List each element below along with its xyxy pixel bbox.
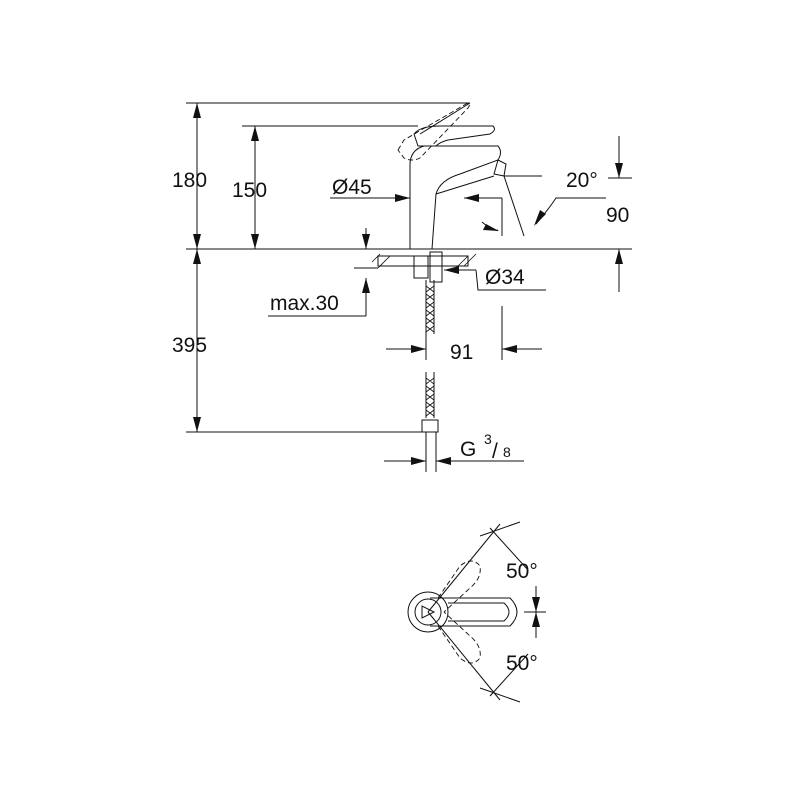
body-inner-circle [414, 598, 442, 626]
faucet-body [409, 145, 501, 250]
angle-leader [535, 197, 606, 225]
arrow [464, 194, 479, 202]
faucet-elevation [186, 103, 632, 472]
angle-line-up [427, 523, 501, 613]
angle-arc-down [489, 653, 529, 697]
hatch [455, 255, 469, 269]
arrow [362, 278, 370, 293]
threaded-rod [429, 251, 443, 283]
angle-arc-up [489, 527, 529, 571]
label-d45: Ø45 [332, 176, 372, 199]
outlet-mark [421, 605, 436, 619]
label-thread-denominator: 8 [503, 444, 511, 460]
label-max30: max.30 [270, 292, 339, 315]
arrow [411, 345, 426, 353]
arrow [615, 249, 623, 264]
lever-center-inner [448, 602, 510, 622]
label-thread-g: G [460, 438, 476, 461]
label-150: 150 [232, 179, 267, 202]
ext-line-180-diag [419, 102, 471, 135]
arrow [251, 234, 259, 249]
arrow [251, 126, 259, 141]
fixing-plate [377, 255, 469, 267]
label-thread-slash: / [492, 440, 498, 463]
hatch [463, 253, 477, 267]
arrow [362, 234, 370, 249]
arrow [193, 234, 201, 249]
arrow [444, 266, 459, 274]
arrow [502, 345, 517, 353]
angle-line-down [427, 611, 501, 701]
label-thread-numerator: 3 [484, 431, 492, 447]
label-91: 91 [450, 341, 473, 364]
body-circle [407, 591, 449, 633]
label-lever-angle-bottom: 50° [506, 652, 538, 675]
arrow [615, 163, 623, 178]
aerator [493, 159, 507, 177]
hose-connector [421, 419, 439, 433]
label-lever-angle-top: 50° [506, 560, 538, 583]
dim-d34-leader [475, 269, 546, 291]
lever-raised-outline [397, 103, 471, 161]
arrow [532, 597, 540, 612]
lever-rotated-up [437, 560, 481, 613]
lever-rotated-down [437, 611, 481, 664]
arrow [193, 249, 201, 264]
fixing-nut [413, 255, 429, 279]
angle-tick [479, 521, 521, 537]
label-d34: Ø34 [485, 266, 525, 289]
arrow [532, 612, 540, 627]
arrow [483, 224, 499, 231]
hatch [377, 255, 391, 269]
arrow [436, 457, 451, 465]
label-180: 180 [172, 169, 207, 192]
arrow [193, 417, 201, 432]
label-20deg: 20° [566, 169, 598, 192]
faucet-plan-view: 50° 50° [407, 521, 546, 703]
label-90: 90 [606, 204, 629, 227]
arrow [193, 103, 201, 118]
label-395: 395 [172, 334, 207, 357]
arrow [534, 210, 546, 226]
spout-underside [435, 175, 495, 195]
hose-braid [425, 377, 435, 417]
dimension-labels: 180 150 Ø45 20° 90 Ø34 max.30 395 91 G 3… [172, 169, 629, 463]
angle-tick [479, 687, 521, 703]
flow-line [503, 175, 525, 237]
arrow [411, 457, 426, 465]
arrow [395, 194, 410, 202]
hatch [371, 253, 381, 263]
hose-braid [425, 285, 435, 333]
lever-center [430, 597, 518, 627]
dimension-lines [186, 102, 632, 465]
lever-handle [413, 125, 495, 147]
